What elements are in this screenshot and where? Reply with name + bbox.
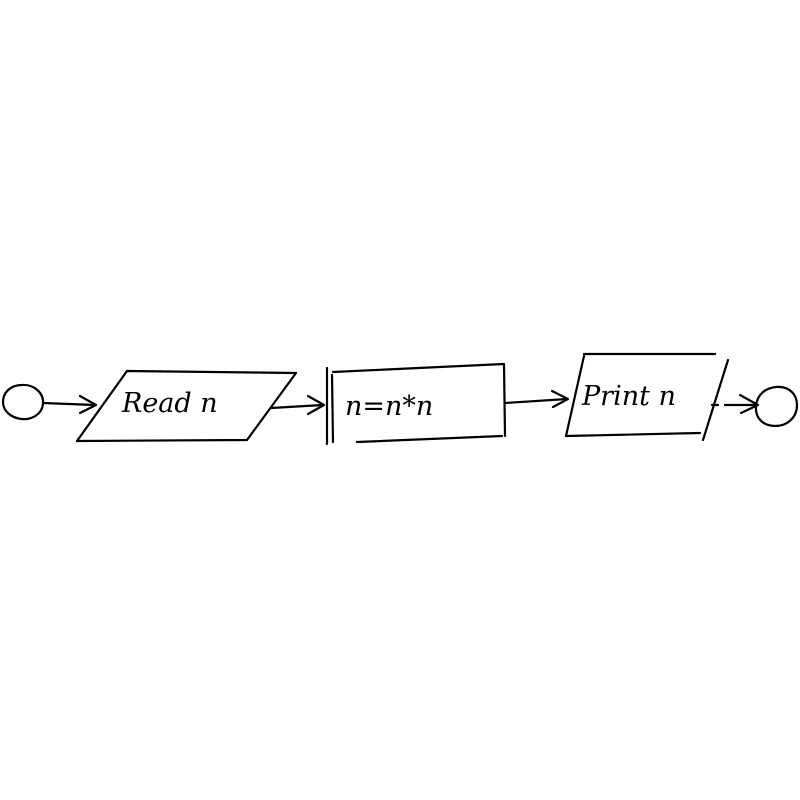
start-circle: [1, 383, 45, 421]
print-label: Print n: [581, 381, 676, 412]
print-parallelogram: [564, 352, 730, 442]
arrowhead: [550, 389, 570, 409]
end-circle: [754, 385, 799, 428]
start-node: [1, 383, 45, 421]
arrowhead: [78, 394, 98, 415]
edge-line: [503, 397, 569, 405]
assign-label: n=n*n: [345, 391, 433, 422]
edge-start-to-read: [41, 394, 98, 415]
read-label: Read n: [121, 388, 218, 419]
edge-assign-to-print: [503, 389, 570, 409]
arrowhead: [306, 394, 326, 416]
arrowhead: [738, 393, 760, 415]
read-node: Read n: [75, 369, 298, 443]
edge-read-to-assign: [269, 394, 326, 416]
read-parallelogram: [75, 369, 298, 443]
edge-print-to-end: [710, 393, 760, 415]
end-node: [754, 385, 799, 428]
print-node: Print n: [564, 352, 730, 442]
assign-rectangle: [325, 362, 507, 446]
edge-line: [41, 401, 97, 407]
edge-line: [269, 403, 325, 410]
assign-node: n=n*n: [325, 362, 507, 446]
